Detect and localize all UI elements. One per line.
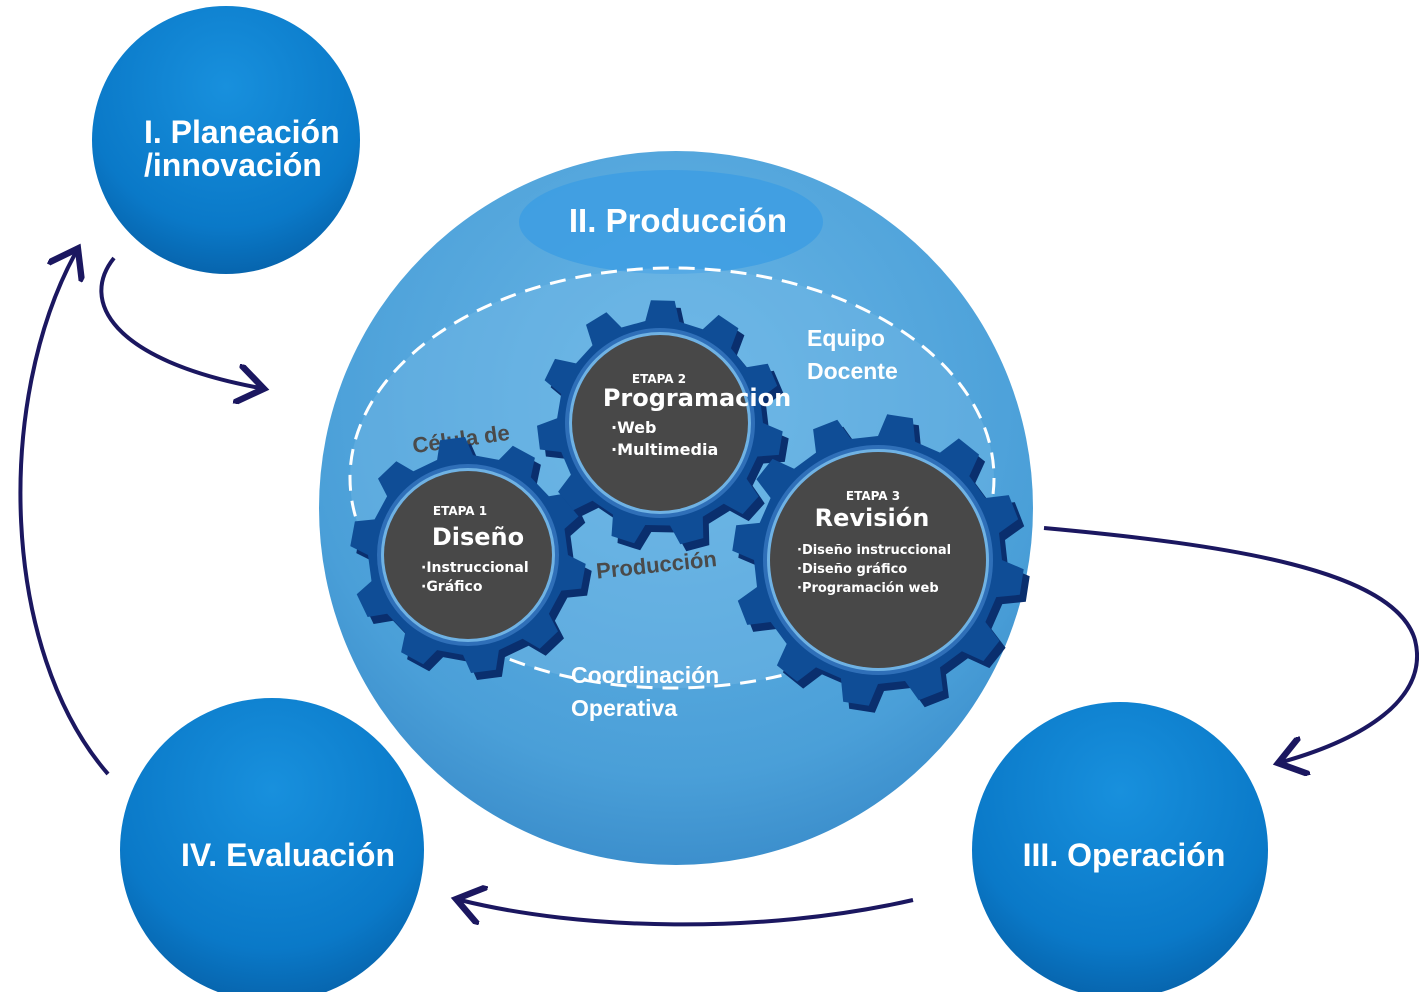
gear-programacion <box>537 300 789 552</box>
gear-revision <box>732 414 1030 713</box>
etapa2-label: ETAPA 2 <box>632 372 686 386</box>
etapa2-item-1: ·Web <box>611 418 656 437</box>
phase-planeacion-line1: I. Planeación <box>144 114 340 150</box>
etapa1-item-2: ·Gráfico <box>421 579 483 595</box>
gear-core <box>572 335 748 511</box>
phase-planeacion-line2: /innovación <box>144 147 322 183</box>
etapa1-title: Diseño <box>432 523 524 551</box>
coordinacion-label-1: Coordinación <box>571 662 719 688</box>
gear-core <box>384 471 552 639</box>
etapa1-item-1: ·Instruccional <box>421 560 529 576</box>
etapa3-item-2: ·Diseño gráfico <box>797 562 907 577</box>
produccion-title: II. Producción <box>569 202 787 239</box>
phase-operacion-label: III. Operación <box>1023 837 1226 873</box>
etapa3-item-1: ·Diseño instruccional <box>797 543 951 558</box>
gear-diseno <box>350 437 592 680</box>
gear-core <box>770 452 986 668</box>
arrow-operacion-to-evaluacion <box>460 900 914 927</box>
arrow-planeacion-to-produccion <box>99 256 260 388</box>
etapa1-label: ETAPA 1 <box>433 504 487 518</box>
arrow-produccion-to-operacion <box>1043 526 1419 762</box>
produccion-title-highlight <box>519 170 823 274</box>
arrow-evaluacion-to-planeacion <box>18 252 110 776</box>
etapa3-item-3: ·Programación web <box>797 581 939 596</box>
equipo-docente-label-1: Equipo <box>807 325 885 351</box>
etapa3-label: ETAPA 3 <box>846 489 900 503</box>
etapa2-title: Programacion <box>603 384 791 412</box>
phase-planeacion: I. Planeación /innovación <box>92 6 360 274</box>
phase-operacion: III. Operación <box>972 702 1268 992</box>
etapa2-item-2: ·Multimedia <box>611 440 718 459</box>
phase-evaluacion-label: IV. Evaluación <box>181 837 395 873</box>
etapa3-title: Revisión <box>815 504 930 532</box>
phase-evaluacion: IV. Evaluación <box>120 698 424 992</box>
equipo-docente-label-2: Docente <box>807 358 898 384</box>
coordinacion-label-2: Operativa <box>571 695 677 721</box>
